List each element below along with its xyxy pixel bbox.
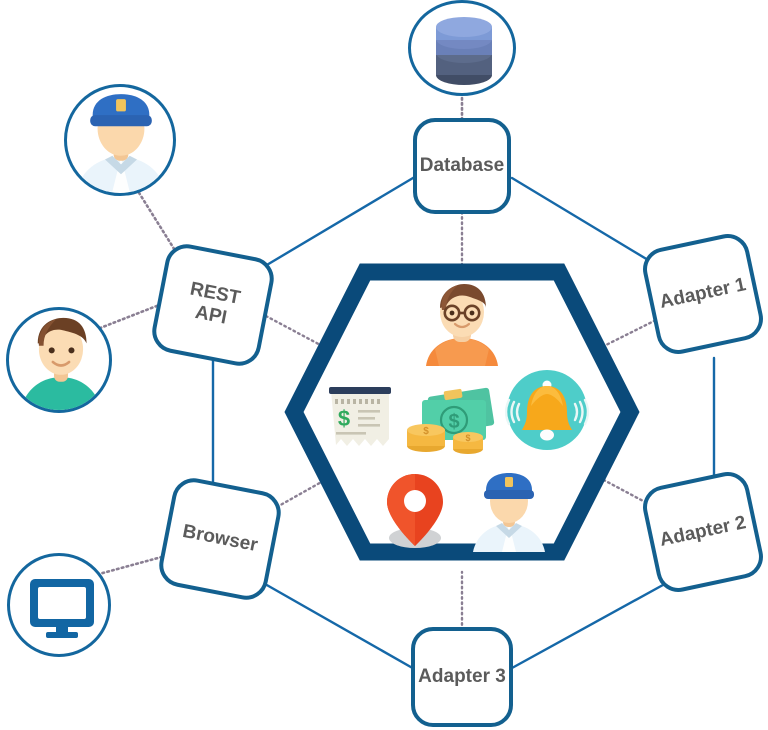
node-adapter-2[interactable]: Adapter 2 xyxy=(638,467,768,597)
node-rest-api[interactable]: REST API xyxy=(148,240,278,370)
node-browser-label: Browser xyxy=(180,521,260,557)
node-database[interactable]: Database xyxy=(413,118,511,214)
node-adapter-3[interactable]: Adapter 3 xyxy=(411,627,513,727)
node-adapter-2-label: Adapter 2 xyxy=(657,512,748,551)
map-pin-icon xyxy=(375,470,455,550)
badge-customer[interactable] xyxy=(6,307,112,413)
cash-coins-icon: $ $ $ xyxy=(400,378,496,456)
connector-adapter1-hexagon xyxy=(598,316,662,350)
receipt-dollar-icon: $ xyxy=(327,383,393,453)
connector-restapi-database xyxy=(253,173,420,274)
connector-adapter3-browser xyxy=(256,578,418,672)
node-adapter-1-label: Adapter 1 xyxy=(657,274,748,313)
node-rest-api-label-line2: API xyxy=(193,301,229,329)
badge-database[interactable] xyxy=(408,0,516,96)
connector-database-adapter1 xyxy=(510,176,670,274)
officer-avatar-icon xyxy=(466,470,552,552)
badge-officer[interactable] xyxy=(64,84,176,196)
svg-text:$: $ xyxy=(338,406,350,431)
svg-text:$: $ xyxy=(465,433,470,443)
person-glasses-icon xyxy=(412,280,512,366)
node-database-label: Database xyxy=(419,155,505,177)
node-adapter-3-label: Adapter 3 xyxy=(418,666,506,688)
connector-adapter2-adapter3 xyxy=(510,578,674,670)
ringing-bell-icon xyxy=(505,368,589,452)
node-browser[interactable]: Browser xyxy=(155,474,285,604)
svg-text:$: $ xyxy=(448,411,459,433)
badge-monitor[interactable] xyxy=(7,553,111,657)
svg-text:$: $ xyxy=(423,426,429,437)
connector-restapi-hexagon xyxy=(264,314,328,350)
node-adapter-1[interactable]: Adapter 1 xyxy=(638,229,768,359)
